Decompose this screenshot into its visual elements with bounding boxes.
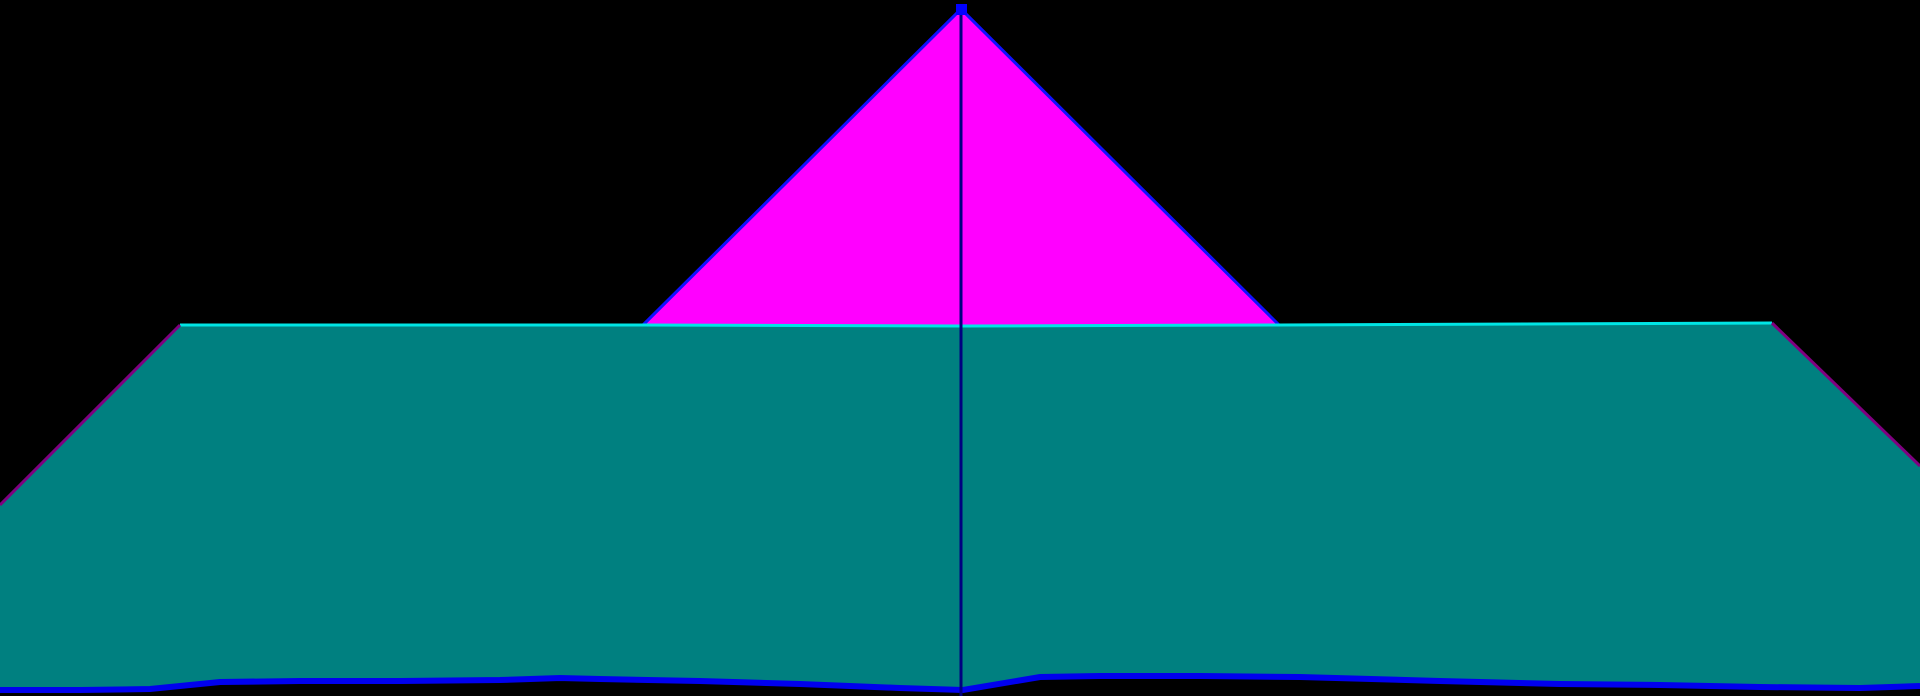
right-side-slope <box>1770 321 1920 468</box>
left-side-slope <box>0 323 182 507</box>
crest-line <box>180 321 1773 328</box>
square-marker-icon <box>956 4 967 15</box>
base-line <box>0 673 1920 694</box>
